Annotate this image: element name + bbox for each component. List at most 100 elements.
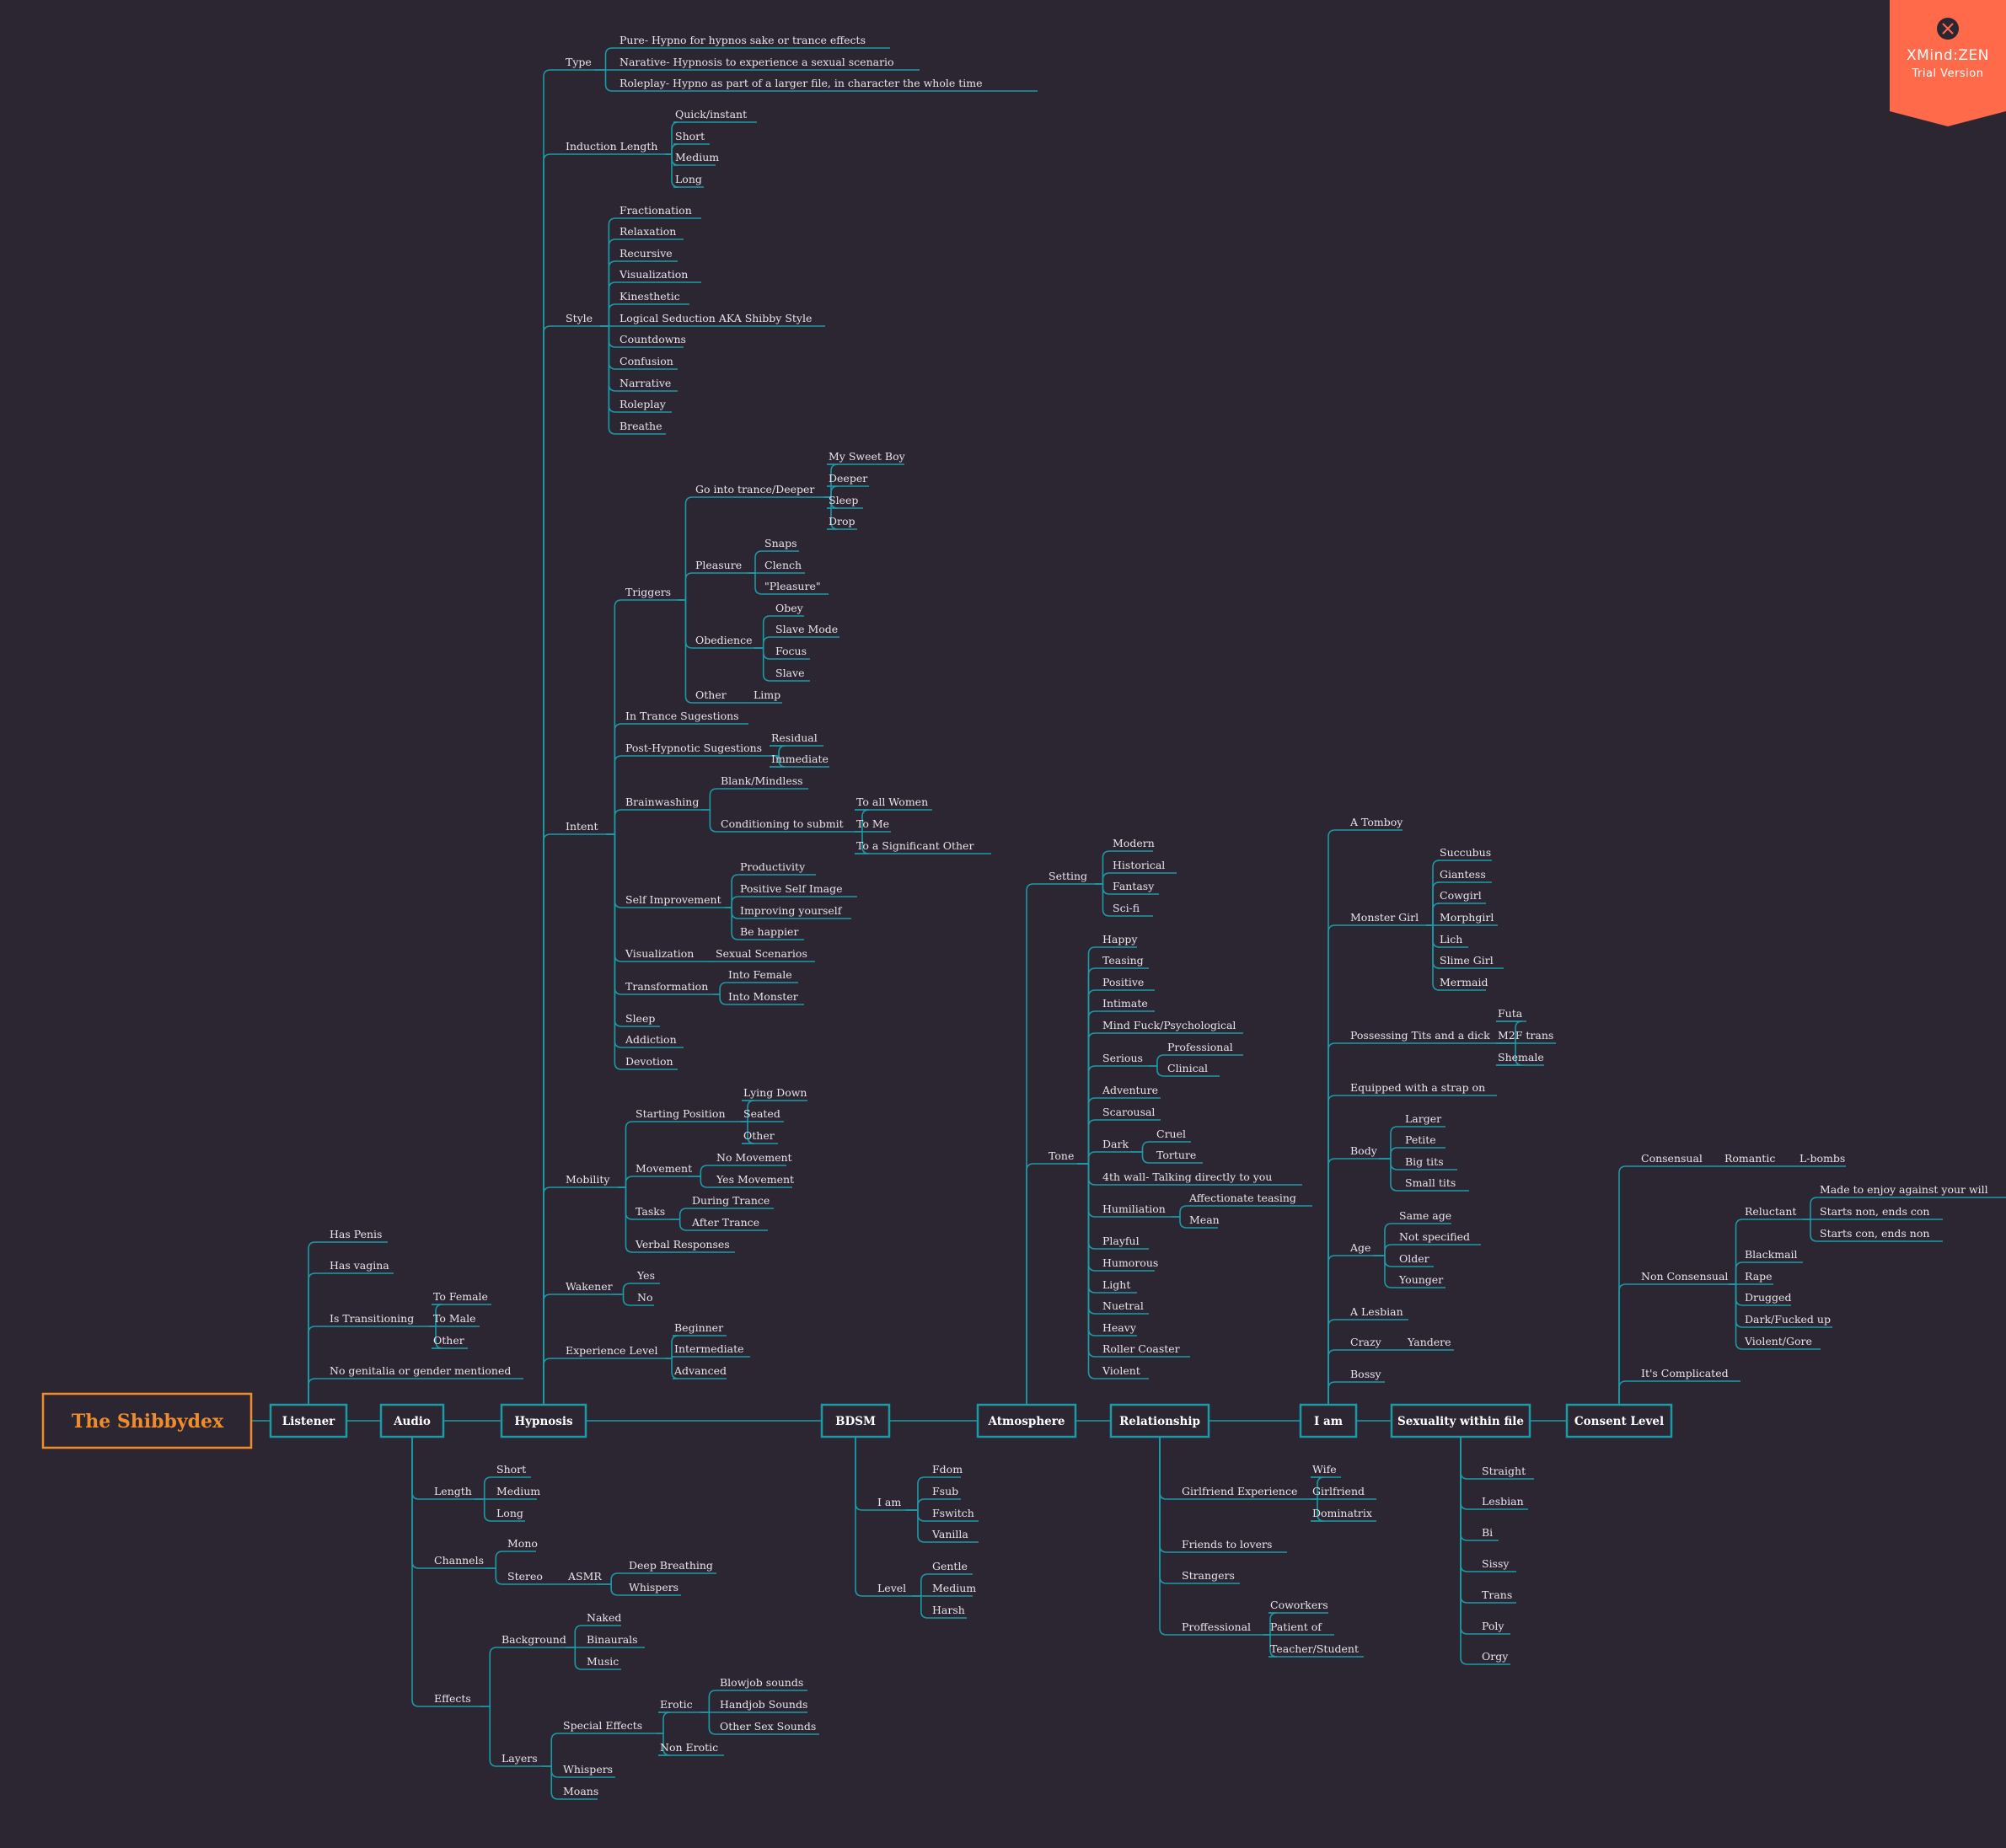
topic-positive[interactable]: Positive [1101,976,1155,991]
topic-monster-girl[interactable]: Monster Girl [1349,911,1426,926]
topic-fsub[interactable]: Fsub [931,1485,961,1500]
topic-patient-of[interactable]: Patient of [1268,1620,1334,1636]
topic-effects[interactable]: Effects [432,1692,480,1707]
topic-focus[interactable]: Focus [774,645,810,660]
topic-has-penis[interactable]: Has Penis [328,1228,388,1243]
topic-nuetral[interactable]: Nuetral [1101,1299,1149,1315]
topic-beginner[interactable]: Beginner [673,1321,727,1336]
topic-is-transitioning[interactable]: Is Transitioning [328,1312,429,1327]
topic-succubus[interactable]: Succubus [1438,846,1492,861]
topic-pleasure[interactable]: "Pleasure" [763,580,829,595]
topic-heavy[interactable]: Heavy [1101,1321,1137,1336]
topic-non-erotic[interactable]: Non Erotic [658,1741,724,1756]
topic-happy[interactable]: Happy [1101,933,1138,948]
topic-in-trance-sugestions[interactable]: In Trance Sugestions [624,710,748,725]
topic-into-monster[interactable]: Into Monster [727,990,804,1005]
topic-younger[interactable]: Younger [1397,1273,1446,1288]
topic-tone[interactable]: Tone [1047,1149,1077,1165]
topic-visualization[interactable]: Visualization [624,947,707,962]
topic-mono[interactable]: Mono [506,1537,538,1552]
topic-transformation[interactable]: Transformation [624,980,713,995]
topic-humiliation[interactable]: Humiliation [1101,1203,1172,1218]
topic-lying-down[interactable]: Lying Down [742,1086,807,1101]
topic-fdom[interactable]: Fdom [931,1463,963,1478]
topic-to-all-women[interactable]: To all Women [855,795,932,811]
topic-short[interactable]: Short [673,130,710,145]
topic-sexual-scenarios[interactable]: Sexual Scenarios [714,947,815,962]
topic-my-sweet-boy[interactable]: My Sweet Boy [827,450,906,465]
topic-immediate[interactable]: Immediate [770,753,829,768]
topic-mind-fuck-psychological[interactable]: Mind Fuck/Psychological [1101,1019,1243,1034]
topic-productivity[interactable]: Productivity [738,860,816,876]
topic-roleplay-hypno-as-part-of-a-larger-file-in-character-the-whole-time[interactable]: Roleplay- Hypno as part of a larger file… [618,77,1038,92]
topic-futa[interactable]: Futa [1496,1007,1526,1022]
topic-orgy[interactable]: Orgy [1480,1650,1510,1665]
topic-be-happier[interactable]: Be happier [738,925,804,940]
main-topic-bdsm[interactable]: BDSM [820,1403,891,1438]
topic-fractionation[interactable]: Fractionation [618,204,701,219]
topic-tasks[interactable]: Tasks [634,1205,670,1220]
topic-limp[interactable]: Limp [752,688,782,704]
topic-serious[interactable]: Serious [1101,1052,1149,1067]
topic-after-trance[interactable]: After Trance [690,1216,768,1231]
topic-sleep[interactable]: Sleep [827,494,863,509]
topic-no-genitalia-or-gender-mentioned[interactable]: No genitalia or gender mentioned [328,1364,523,1379]
topic-roleplay[interactable]: Roleplay [618,398,672,413]
topic-other-sex-sounds[interactable]: Other Sex Sounds [718,1720,819,1735]
topic-residual[interactable]: Residual [770,731,823,747]
topic-dominatrix[interactable]: Dominatrix [1311,1507,1376,1522]
main-topic-listener[interactable]: Listener [269,1403,348,1438]
topic-wakener[interactable]: Wakener [564,1280,613,1295]
topic-yes-movement[interactable]: Yes Movement [715,1173,794,1188]
topic-addiction[interactable]: Addiction [624,1033,684,1048]
topic-larger[interactable]: Larger [1403,1112,1446,1128]
topic-blackmail[interactable]: Blackmail [1743,1248,1803,1263]
topic-experience-level[interactable]: Experience Level [564,1344,665,1359]
topic-visualization[interactable]: Visualization [618,268,701,283]
topic-mobility[interactable]: Mobility [564,1173,618,1188]
topic-whispers[interactable]: Whispers [627,1581,681,1596]
topic-to-a-significant-other[interactable]: To a Significant Other [855,839,991,854]
topic-morphgirl[interactable]: Morphgirl [1438,911,1498,926]
topic-handjob-sounds[interactable]: Handjob Sounds [718,1698,807,1713]
main-topic-atmosphere[interactable]: Atmosphere [976,1403,1077,1438]
main-topic-sexuality-within-file[interactable]: Sexuality within file [1390,1403,1531,1438]
topic-setting[interactable]: Setting [1047,870,1095,885]
topic-long[interactable]: Long [495,1507,525,1522]
topic-countdowns[interactable]: Countdowns [618,333,686,348]
topic-yes[interactable]: Yes [636,1269,660,1284]
topic-type[interactable]: Type [564,56,594,71]
topic-movement[interactable]: Movement [634,1162,692,1177]
topic-l-bombs[interactable]: L-bombs [1798,1152,1846,1167]
topic-layers[interactable]: Layers [500,1752,542,1767]
topic-recursive[interactable]: Recursive [618,247,678,262]
topic-poly[interactable]: Poly [1480,1620,1510,1635]
topic-fantasy[interactable]: Fantasy [1111,880,1159,895]
topic-clinical[interactable]: Clinical [1166,1062,1220,1077]
topic-professional[interactable]: Professional [1166,1041,1243,1056]
topic-naked[interactable]: Naked [585,1611,621,1626]
topic-intent[interactable]: Intent [564,820,606,835]
topic-to-female[interactable]: To Female [432,1290,491,1305]
topic-positive-self-image[interactable]: Positive Self Image [738,882,857,897]
topic-i-am[interactable]: I am [876,1496,906,1511]
topic-playful[interactable]: Playful [1101,1235,1149,1250]
topic-drugged[interactable]: Drugged [1743,1291,1791,1306]
topic-medium[interactable]: Medium [931,1582,976,1597]
topic-seated[interactable]: Seated [742,1107,784,1122]
topic-medium[interactable]: Medium [495,1485,540,1500]
topic-quick-instant[interactable]: Quick/instant [673,108,757,123]
topic-asmr[interactable]: ASMR [566,1570,602,1585]
topic-other[interactable]: Other [432,1334,468,1349]
topic-fswitch[interactable]: Fswitch [931,1507,979,1522]
topic-sleep[interactable]: Sleep [624,1012,660,1027]
topic-obedience[interactable]: Obedience [694,634,754,649]
topic-binaurals[interactable]: Binaurals [585,1633,645,1648]
topic-breathe[interactable]: Breathe [618,420,666,435]
topic-torture[interactable]: Torture [1155,1149,1203,1164]
topic-light[interactable]: Light [1101,1278,1137,1294]
topic-blank-mindless[interactable]: Blank/Mindless [719,774,808,790]
topic-cruel[interactable]: Cruel [1155,1128,1191,1143]
topic-crazy[interactable]: Crazy [1349,1336,1385,1351]
topic-verbal-responses[interactable]: Verbal Responses [634,1238,735,1253]
